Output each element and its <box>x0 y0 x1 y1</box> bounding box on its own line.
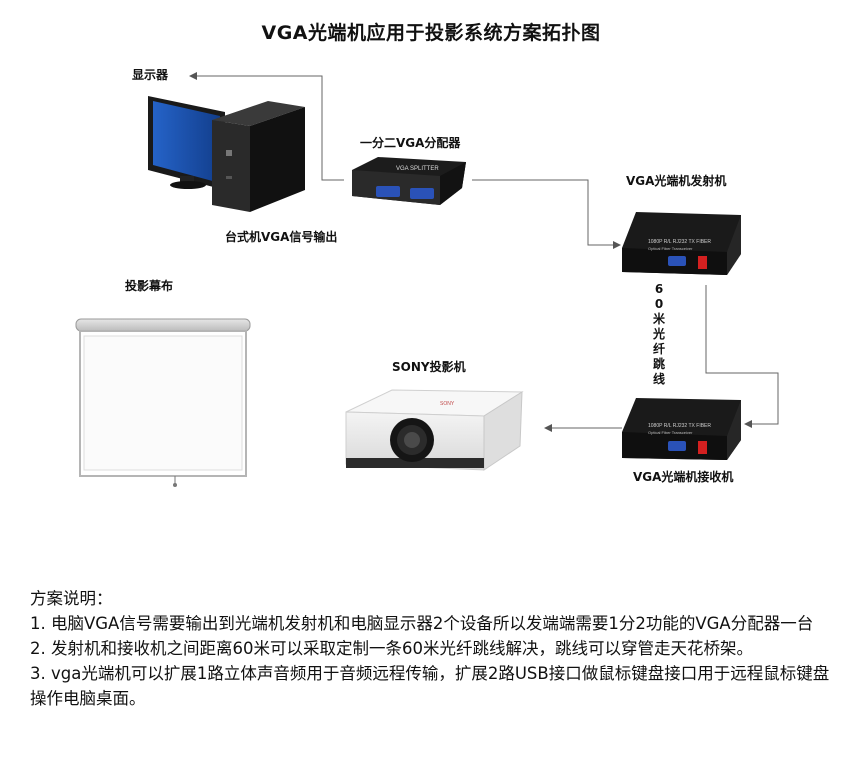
splitter-brand: VGA SPLITTER <box>396 166 439 172</box>
scheme-description: 方案说明： 1. 电脑VGA信号需要输出到光端机发射机和电脑显示器2个设备所以发… <box>30 586 840 711</box>
desktop-tower-icon <box>212 101 305 212</box>
vga-splitter-icon: VGA SPLITTER <box>352 157 466 205</box>
receiver-panel-sub: Optical Fiber Transceiver <box>648 430 693 435</box>
description-item-2: 2. 发射机和接收机之间距离60米可以采取定制一条60米光纤跳线解决，跳线可以穿… <box>30 639 753 658</box>
label-monitor: 显示器 <box>132 68 169 82</box>
link-splitter-to-transmitter <box>472 179 621 249</box>
label-fiber: 60米光纤跳线 <box>652 282 665 386</box>
label-projector: SONY投影机 <box>392 360 466 374</box>
label-splitter: 一分二VGA分配器 <box>360 136 461 150</box>
transmitter-panel-sub: Optical Fiber Transceiver <box>648 246 693 251</box>
link-fiber-transmitter-to-receiver <box>705 285 779 428</box>
projection-screen-icon <box>75 318 251 487</box>
diagram-title: VGA光端机应用于投影系统方案拓扑图 <box>261 22 601 44</box>
transmitter-panel-text: 1080P R/L RJ232 TX FIBER <box>648 239 711 245</box>
projector-brand: SONY <box>440 401 455 407</box>
description-item-3: 3. vga光端机可以扩展1路立体声音频用于音频远程传输，扩展2路USB接口做鼠… <box>30 664 830 708</box>
description-heading: 方案说明： <box>30 589 113 608</box>
projector-icon: SONY <box>345 389 524 471</box>
monitor-icon <box>148 96 225 190</box>
label-transmitter: VGA光端机发射机 <box>626 174 727 188</box>
connector-lines <box>189 72 779 432</box>
receiver-panel-text: 1080P R/L RJ232 TX FIBER <box>648 423 711 429</box>
link-splitter-to-monitor <box>189 72 344 181</box>
label-screen: 投影幕布 <box>125 279 174 293</box>
fiber-transmitter-icon: 1080P R/L RJ232 TX FIBER Optical Fiber T… <box>622 212 741 275</box>
label-desktop: 台式机VGA信号输出 <box>225 230 338 244</box>
fiber-receiver-icon: 1080P R/L RJ232 TX FIBER Optical Fiber T… <box>622 398 741 460</box>
label-receiver: VGA光端机接收机 <box>633 470 734 484</box>
description-item-1: 1. 电脑VGA信号需要输出到光端机发射机和电脑显示器2个设备所以发端端需要1分… <box>30 614 814 633</box>
